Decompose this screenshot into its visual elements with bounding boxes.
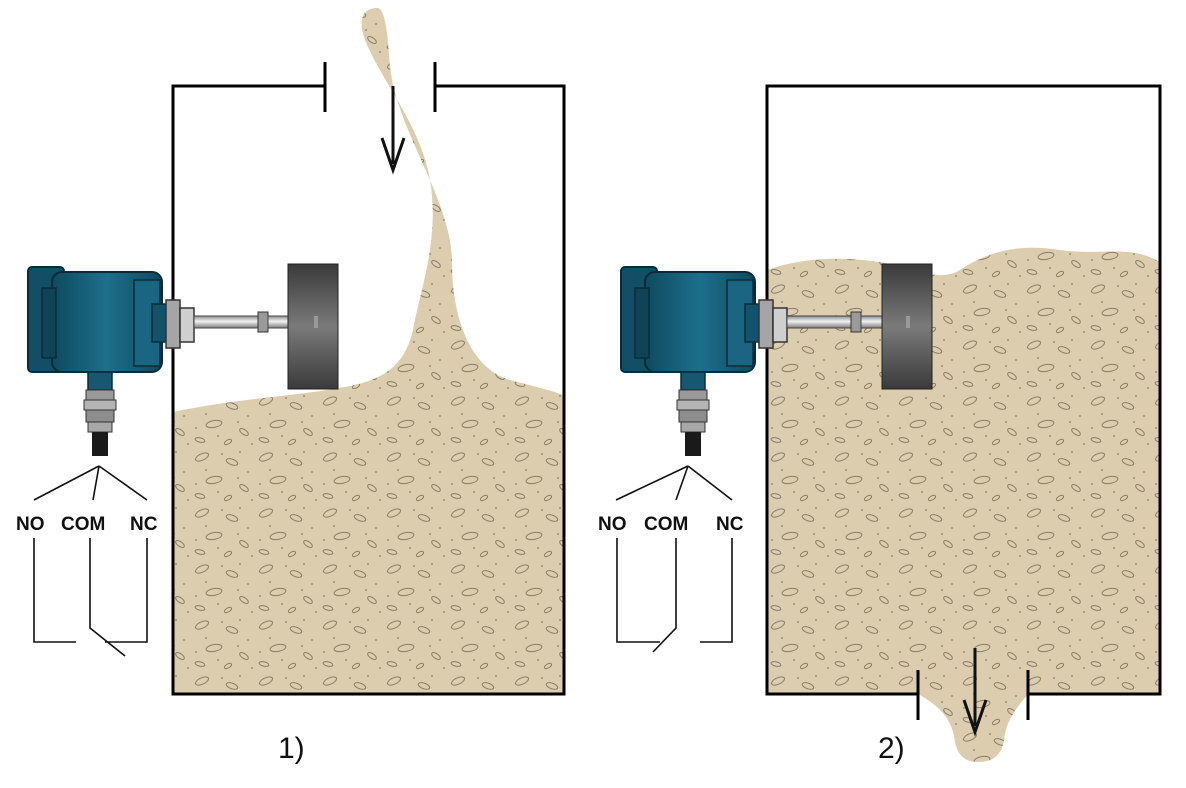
terminal-nc: NC — [716, 514, 744, 535]
caption-2: 2) — [878, 732, 905, 765]
terminal-no: NO — [16, 514, 45, 535]
terminal-com: COM — [644, 514, 688, 535]
terminal-com: COM — [61, 514, 105, 535]
panel-2: NO COM NC 2) — [598, 84, 1162, 765]
terminal-nc: NC — [130, 514, 158, 535]
caption-1: 1) — [278, 732, 305, 765]
terminal-no: NO — [598, 514, 627, 535]
wiring — [615, 465, 733, 653]
silo-outline — [171, 84, 566, 696]
paddle-icon — [287, 263, 339, 390]
panel-1: NO COM NC 1) — [16, 8, 566, 765]
bulk-material — [173, 8, 564, 694]
silo-outline — [765, 84, 1162, 696]
wiring — [33, 465, 148, 657]
bulk-material — [767, 247, 1160, 694]
arrow-down-icon — [380, 84, 406, 172]
